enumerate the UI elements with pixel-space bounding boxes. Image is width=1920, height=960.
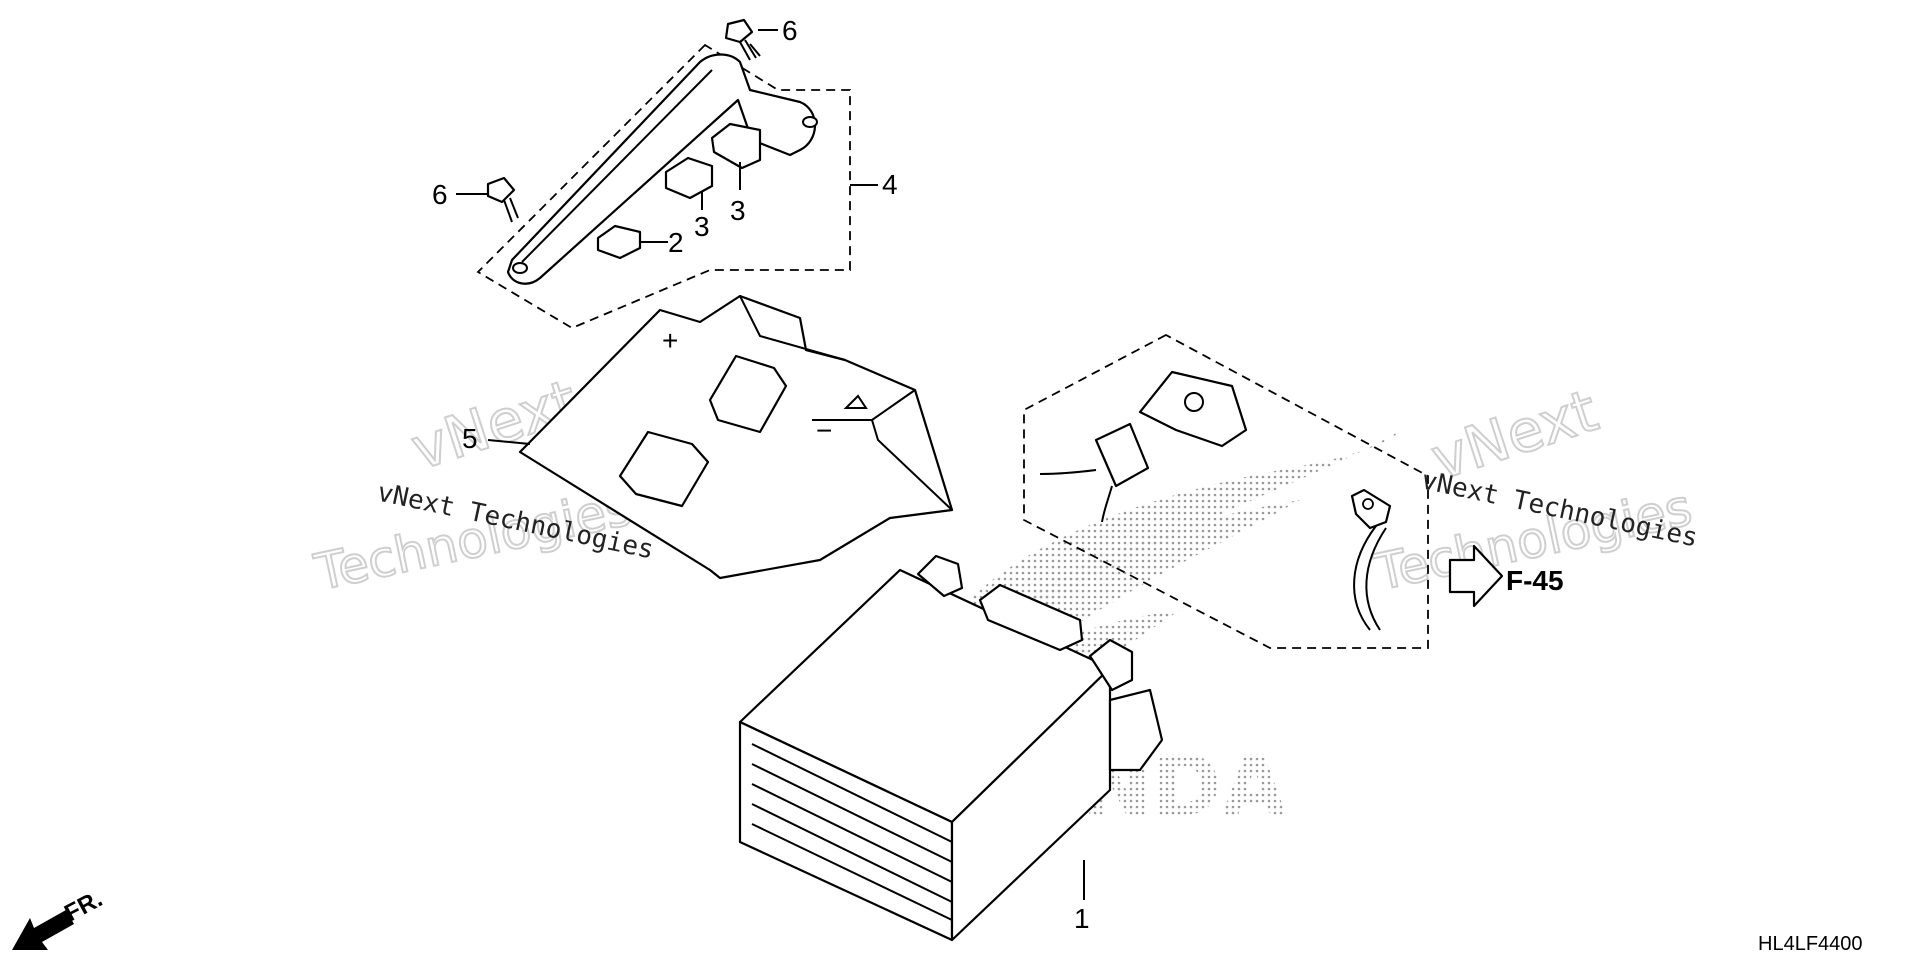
pad-3a: [664, 156, 714, 200]
battery: [738, 554, 1164, 942]
diagram-code: HL4LF4400: [1758, 933, 1863, 955]
callout-3b: 3: [730, 195, 746, 226]
minus-terminal-mark: −: [816, 415, 832, 446]
callout-3a: 3: [694, 211, 710, 242]
pad-3b: [710, 122, 762, 170]
callout-2: 2: [668, 227, 684, 258]
callout-4: 4: [882, 169, 898, 200]
battery-bracket: [506, 53, 818, 285]
bolt-6-left: [486, 176, 519, 223]
cable-detail-outline: [1023, 333, 1429, 649]
battery-cover: [518, 294, 954, 580]
plus-terminal-mark: +: [662, 325, 678, 356]
reference-page-link[interactable]: F-45: [1506, 565, 1564, 596]
terminal-cable-positive: [1039, 370, 1248, 523]
front-direction-arrow-icon: [12, 910, 74, 950]
reference-arrow-icon[interactable]: [1448, 544, 1504, 608]
bolt-6-top: [724, 18, 761, 61]
callout-6-top: 6: [782, 15, 798, 46]
bracket-group-outline: [476, 43, 851, 330]
callout-1: 1: [1074, 903, 1090, 934]
pad-2: [596, 224, 642, 260]
callout-6-left: 6: [432, 179, 448, 210]
leader-5: [487, 439, 531, 445]
terminal-cable-negative: [1350, 488, 1392, 631]
callout-5: 5: [462, 423, 478, 454]
